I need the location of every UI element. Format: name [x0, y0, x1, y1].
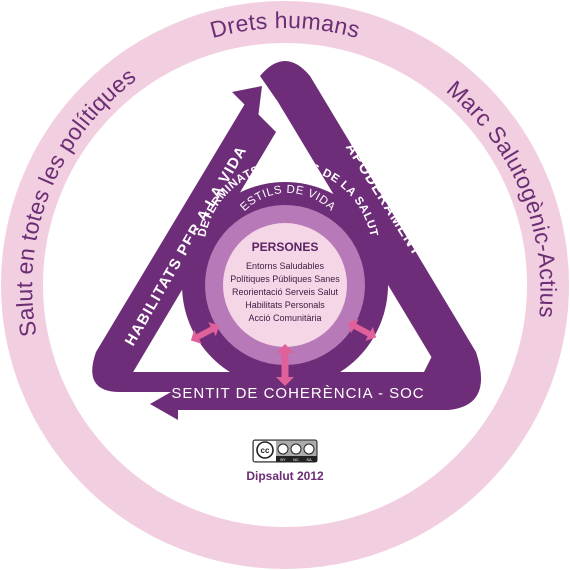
- center-item: Acció Comunitària: [248, 313, 321, 323]
- sa-icon: [303, 443, 315, 455]
- center-item: Reorientació Serveis Salut: [232, 287, 339, 297]
- credit-text: Dipsalut 2012: [246, 469, 324, 483]
- cc-license-badge: cc BY NC SA: [252, 439, 318, 463]
- svg-text:BY: BY: [280, 457, 286, 462]
- center-disc: [223, 223, 347, 347]
- by-icon: [277, 443, 289, 455]
- double-arrow-right-icon: [347, 319, 377, 341]
- triangle-label-bottom: SENTIT DE COHERÈNCIA - SOC: [171, 385, 424, 402]
- svg-text:NC: NC: [293, 457, 299, 462]
- double-arrow-left-icon: [190, 322, 220, 344]
- center-item: Habilitats Personals: [245, 300, 325, 310]
- svg-text:SA: SA: [306, 457, 312, 462]
- center-item: Polítiques Públiques Sanes: [230, 274, 340, 284]
- center-title: PERSONES: [252, 240, 319, 254]
- triangle-band-right: [260, 61, 476, 368]
- nc-icon: [290, 443, 302, 455]
- center-item: Entorns Saludables: [246, 261, 325, 271]
- double-arrow-bottom-icon: [276, 344, 294, 386]
- triangle-band-left: [96, 86, 276, 384]
- svg-text:cc: cc: [261, 446, 270, 455]
- cc-icon: [256, 441, 274, 459]
